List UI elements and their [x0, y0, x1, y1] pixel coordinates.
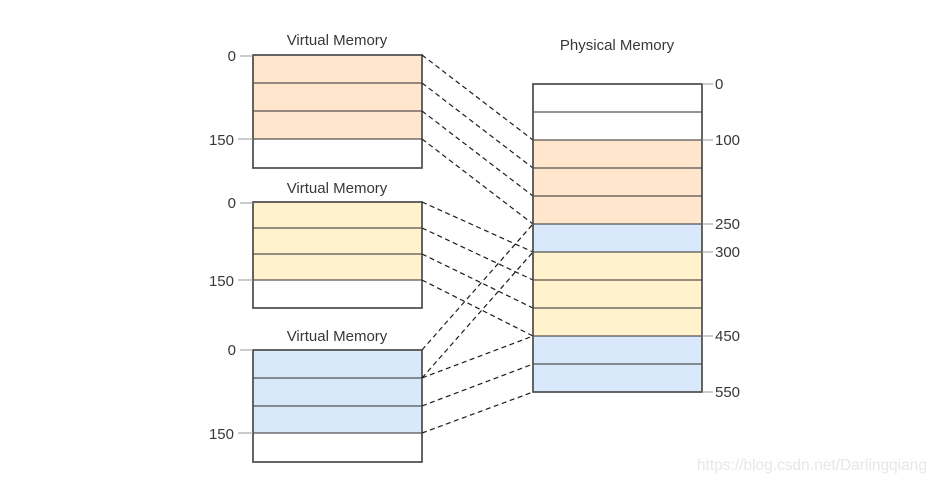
mapping-line-vm2: [421, 201, 534, 253]
pm-frame-vm3: [533, 224, 702, 252]
virtual-memory-block-2: Virtual Memory 0 150: [209, 180, 423, 309]
vm1-page-2: [253, 83, 422, 111]
mapping-line-vm2: [421, 279, 534, 337]
vm1-page-1: [253, 55, 422, 83]
mapping-line-vm3: [421, 251, 534, 379]
mapping-line-vm1: [421, 110, 534, 197]
mapping-line-vm3: [421, 391, 534, 434]
vm3-page-2: [253, 378, 422, 406]
pm-frame-vm3: [533, 336, 702, 364]
vm2-page-2: [253, 228, 422, 254]
pm-addr-100: 100: [715, 132, 740, 149]
vm2-outline: [252, 201, 423, 309]
pm-addr-550: 550: [715, 384, 740, 401]
pm-frame-vm1: [533, 196, 702, 224]
virtual-memory-block-1: Virtual Memory 0 150: [209, 32, 423, 169]
mapping-line-vm1: [421, 82, 534, 169]
vm3-unmapped-region: [253, 433, 422, 462]
pm-free-frame: [533, 84, 702, 112]
vm1-page-3: [253, 111, 422, 139]
pm-frame-vm2: [533, 280, 702, 308]
vm2-addr-0: 0: [228, 195, 236, 212]
mapping-line-vm3: [421, 223, 534, 351]
pm-addr-250: 250: [715, 216, 740, 233]
pm-addr-0: 0: [715, 76, 723, 93]
vm2-unmapped-region: [253, 280, 422, 308]
vm1-unmapped-region: [253, 139, 422, 168]
mapping-line-vm3: [421, 335, 534, 379]
vm3-page-1: [253, 350, 422, 378]
pm-frame-vm2: [533, 252, 702, 280]
vm1-addr-150: 150: [209, 132, 234, 149]
mapping-line-vm2: [421, 227, 534, 281]
mapping-line-vm3: [421, 363, 534, 407]
physical-memory-block: Physical Memory 0 100 250 300 450 55: [532, 37, 740, 401]
vm1-addr-0: 0: [228, 48, 236, 65]
watermark: https://blog.csdn.net/Darlingqiang: [697, 457, 927, 474]
pm-frame-vm1: [533, 140, 702, 168]
vm3-page-3: [253, 406, 422, 433]
pm-free-frame: [533, 112, 702, 140]
pm-frame-vm3: [533, 364, 702, 392]
vm2-page-1: [253, 202, 422, 228]
vm3-addr-150: 150: [209, 426, 234, 443]
mapping-lines: [421, 54, 534, 434]
mapping-line-vm1: [421, 138, 534, 225]
pm-frame-vm2: [533, 308, 702, 336]
vm2-page-3: [253, 254, 422, 280]
virtual-memory-2-title: Virtual Memory: [287, 180, 388, 197]
pm-frame-vm1: [533, 168, 702, 196]
virtual-memory-1-title: Virtual Memory: [287, 32, 388, 49]
pm-addr-300: 300: [715, 244, 740, 261]
physical-memory-title: Physical Memory: [560, 37, 675, 54]
virtual-memory-block-3: Virtual Memory 0 150: [209, 328, 423, 463]
vm2-addr-150: 150: [209, 273, 234, 290]
vm3-addr-0: 0: [228, 342, 236, 359]
virtual-memory-3-title: Virtual Memory: [287, 328, 388, 345]
pm-addr-450: 450: [715, 328, 740, 345]
mapping-line-vm2: [421, 253, 534, 309]
mapping-line-vm1: [421, 54, 534, 141]
pm-outline: [532, 83, 703, 393]
